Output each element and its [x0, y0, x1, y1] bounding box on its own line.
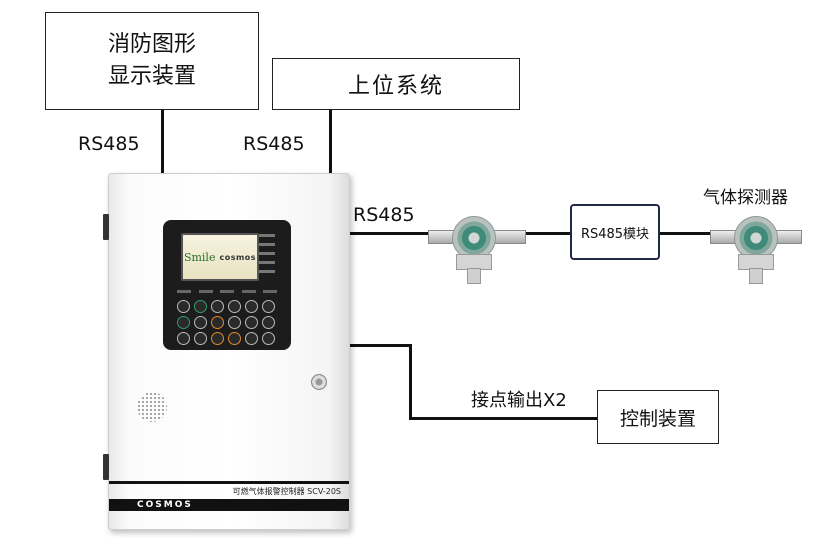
indicator-row	[177, 290, 277, 294]
control-output-line-v	[409, 344, 412, 420]
gas-alarm-controller: Smile cosmos 可燃气体报警控制器 SCV-20S COSMOS	[103, 173, 350, 530]
lock-icon	[311, 374, 327, 390]
rs485-module-box: RS485模块	[570, 204, 660, 260]
fire-graphic-display-box: 消防图形 显示装置	[45, 12, 259, 110]
upper-system-label: 上位系统	[347, 74, 444, 99]
detector-chain-line-1	[348, 232, 434, 235]
rs485-module-label: RS485模块	[580, 226, 650, 242]
rs485-label-fire-display: RS485	[78, 133, 140, 155]
keypad	[177, 300, 277, 345]
gas-detector-label: 气体探测器	[703, 188, 788, 208]
control-output-line-h1	[348, 344, 412, 347]
gas-detector-2	[710, 212, 806, 284]
screen-smile-text: Smile	[183, 250, 216, 264]
lcd-screen: Smile cosmos	[181, 233, 259, 281]
upper-system-box: 上位系统	[272, 58, 520, 110]
control-output-line-h2	[409, 417, 597, 420]
brand-logo: COSMOS	[109, 499, 349, 511]
speaker-grille-icon	[137, 392, 167, 422]
detector-sensor-head	[452, 216, 496, 260]
detector-sensor-head	[734, 216, 778, 260]
screen-brand-text: cosmos	[219, 252, 257, 262]
rs485-label-detector: RS485	[353, 204, 415, 226]
fire-display-line1: 消防图形	[107, 32, 196, 57]
model-label: 可燃气体报警控制器 SCV-20S	[232, 487, 341, 496]
detector-chain-line-3	[660, 232, 716, 235]
gas-detector-1	[428, 212, 526, 284]
fire-display-link-line	[161, 110, 164, 174]
contact-output-label: 接点输出X2	[471, 390, 567, 411]
fire-display-line2: 显示装置	[107, 64, 196, 89]
upper-system-link-line	[329, 110, 332, 174]
detector-chain-line-2	[524, 232, 570, 235]
rs485-label-upper-system: RS485	[243, 133, 305, 155]
control-panel: Smile cosmos	[163, 220, 291, 350]
control-device-box: 控制装置	[597, 390, 719, 444]
control-device-label: 控制装置	[619, 407, 696, 430]
